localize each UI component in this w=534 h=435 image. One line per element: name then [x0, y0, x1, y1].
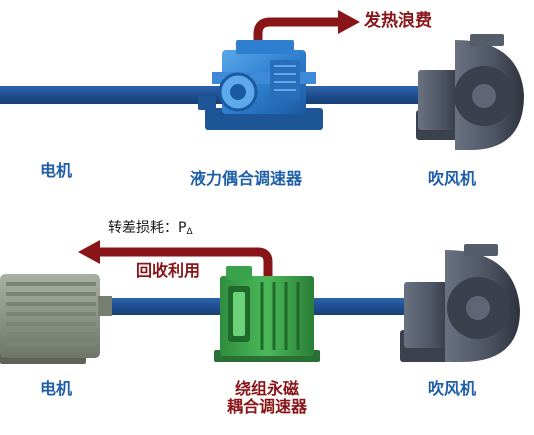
permanent-magnet-coupler-icon [214, 266, 320, 362]
bottom-motor-label: 电机 [40, 379, 73, 398]
recycle-arrow [78, 240, 273, 278]
top-motor-label: 电机 [40, 161, 73, 180]
top-loss-arrow [253, 10, 360, 52]
pm-coupler-label-line1: 绕组永磁 [234, 379, 299, 398]
heat-loss-label: 发热浪费 [364, 11, 432, 31]
hydraulic-coupler-icon [198, 40, 323, 130]
hydraulic-coupler-label: 液力偶合调速器 [190, 169, 303, 188]
bottom-fan-icon [400, 244, 520, 362]
bottom-fan-label: 吹风机 [428, 379, 477, 398]
pm-coupler-label: 绕组永磁 耦合调速器 [212, 379, 322, 417]
slip-loss-label: 转差损耗：PΔ [108, 220, 193, 237]
top-fan-label: 吹风机 [428, 169, 477, 188]
top-fan-icon [416, 34, 524, 150]
slip-loss-subscript: Δ [186, 227, 193, 237]
pm-coupler-label-line2: 耦合调速器 [226, 397, 307, 417]
slip-loss-text: 转差损耗：P [108, 220, 187, 236]
recycle-label: 回收利用 [136, 261, 201, 280]
motor-icon [0, 274, 112, 364]
